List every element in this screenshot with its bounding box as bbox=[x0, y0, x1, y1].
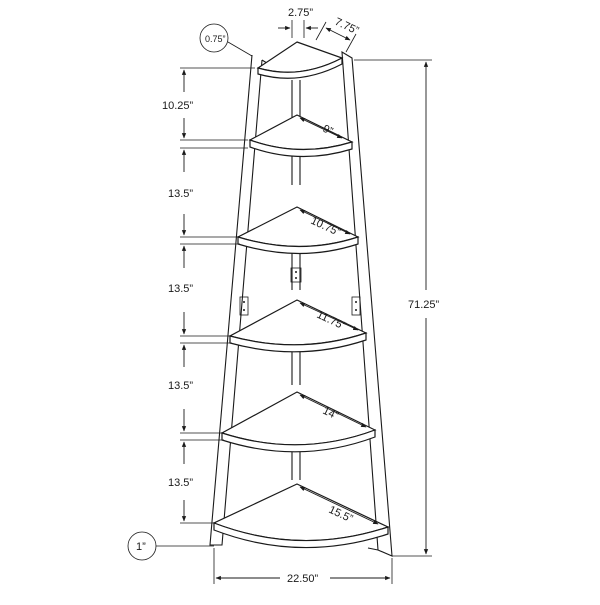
overall-width-label: 22.50” bbox=[287, 573, 319, 585]
spacing-label-1: 10.25” bbox=[162, 100, 194, 112]
top-width-dimension bbox=[278, 20, 318, 38]
overall-height-label: 71.25” bbox=[408, 299, 440, 311]
depth-arrow-5 bbox=[299, 486, 379, 525]
overall-height-dimension bbox=[354, 59, 432, 557]
shelf-6 bbox=[212, 483, 390, 549]
foot-height-callout bbox=[127, 531, 214, 561]
spacing-label-2: 13.5” bbox=[168, 188, 193, 200]
leg-thickness-callout bbox=[199, 23, 253, 57]
depth-arrow-4 bbox=[299, 394, 367, 428]
spacing-label-3: 13.5” bbox=[168, 283, 193, 295]
foot-height-label: 1” bbox=[136, 541, 146, 553]
overall-width-dimension bbox=[213, 548, 393, 584]
shelf-3 bbox=[236, 206, 360, 255]
left-bracket bbox=[239, 296, 249, 316]
depth-arrow-2 bbox=[299, 209, 351, 235]
shelf-5 bbox=[220, 391, 377, 453]
top-depth-dimension bbox=[315, 21, 357, 53]
leg-thickness-label: 0.75” bbox=[205, 34, 226, 44]
shelf-1 bbox=[256, 41, 344, 79]
right-bracket bbox=[351, 296, 361, 316]
spacing-dimensions bbox=[180, 67, 255, 524]
top-depth-label: 7.75” bbox=[333, 16, 361, 38]
depth-arrow-1 bbox=[299, 117, 343, 139]
spacing-label-5: 13.5” bbox=[168, 477, 193, 489]
left-leg bbox=[209, 54, 276, 546]
top-width-label: 2.75” bbox=[288, 7, 313, 19]
right-leg bbox=[341, 50, 393, 557]
depth-arrow-3 bbox=[299, 302, 359, 331]
spacing-label-4: 13.5” bbox=[168, 380, 193, 392]
shelf-4 bbox=[228, 299, 368, 353]
center-bracket bbox=[290, 267, 302, 283]
